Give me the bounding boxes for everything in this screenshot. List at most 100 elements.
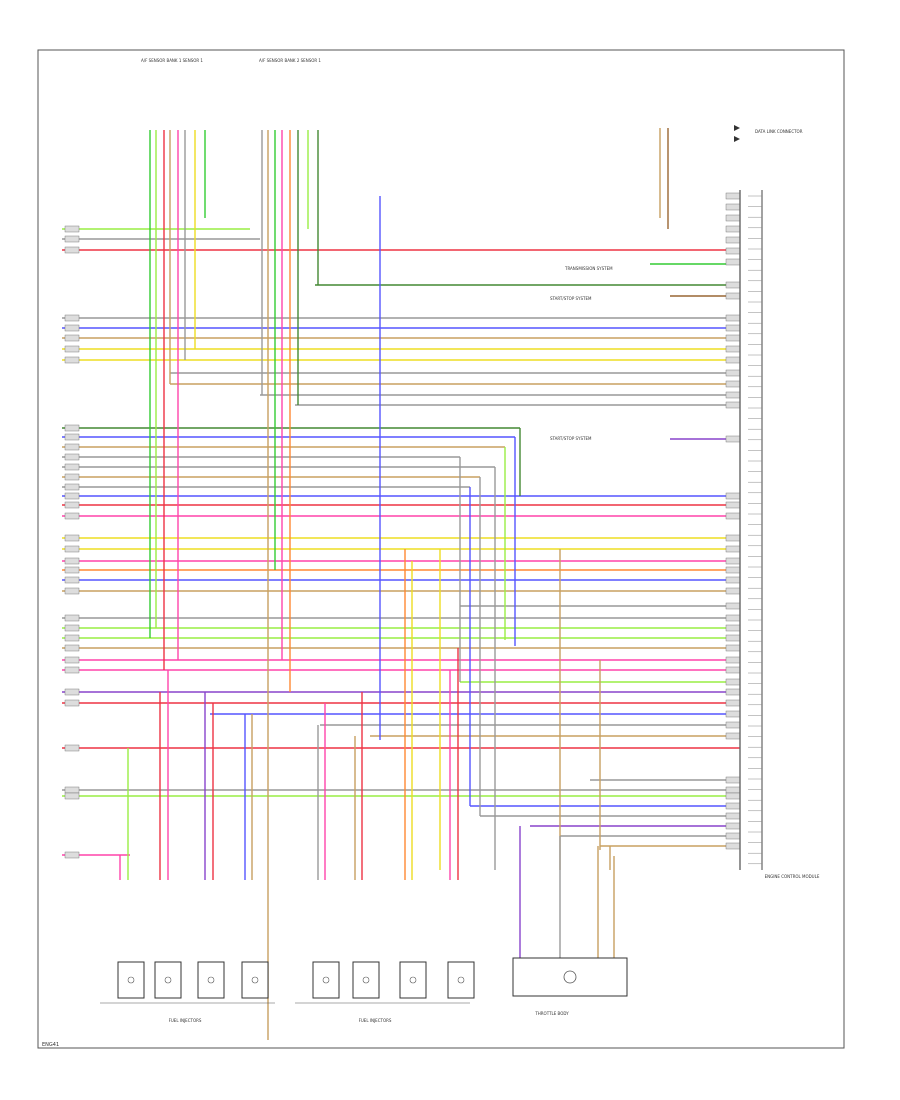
right-wire-tag xyxy=(725,644,741,652)
right-wire-tag xyxy=(725,334,741,342)
left-wire-tag xyxy=(64,656,80,664)
right-wire-tag xyxy=(725,634,741,642)
right-wire-tag xyxy=(725,842,741,850)
right-wire-tag xyxy=(725,512,741,520)
right-wire-tag xyxy=(725,247,741,255)
left-wire-tag xyxy=(64,473,80,481)
right-wire-tag xyxy=(725,721,741,729)
right-wire-tag xyxy=(725,732,741,740)
left-wire-tag xyxy=(64,356,80,364)
arrow-icon xyxy=(734,125,740,131)
right-wire-tag xyxy=(725,587,741,595)
right-wire-tag xyxy=(725,314,741,322)
right-wire-tag xyxy=(725,369,741,377)
right-wire-tag xyxy=(725,802,741,810)
left-wire-tag xyxy=(64,545,80,553)
top-sensor-connector-a: A/F SENSOR BANK 1 SENSOR 1 xyxy=(141,58,203,63)
left-wire-tag xyxy=(64,501,80,509)
right-wire-tag xyxy=(725,678,741,686)
left-wire-tag xyxy=(64,576,80,584)
injector-coil xyxy=(207,976,215,984)
left-wire-tag xyxy=(64,688,80,696)
injector-box xyxy=(117,961,145,999)
left-wire-tag xyxy=(64,851,80,859)
injector-coil xyxy=(322,976,330,984)
left-wire-tag xyxy=(64,225,80,233)
right-wire-tag xyxy=(725,501,741,509)
left-wire-tag xyxy=(64,483,80,491)
injector-coil xyxy=(409,976,417,984)
injector-box xyxy=(241,961,269,999)
injectors-right-label: FUEL INJECTORS xyxy=(359,1018,392,1023)
right-wire-tag xyxy=(725,624,741,632)
right-wire-tag xyxy=(725,710,741,718)
injector-box xyxy=(447,961,475,999)
right-wire-tag xyxy=(725,258,741,266)
injector-box xyxy=(154,961,182,999)
right-wire-tag xyxy=(725,812,741,820)
right-wire-tag xyxy=(725,786,741,794)
right-wire-tag xyxy=(725,576,741,584)
injector-coil xyxy=(127,976,135,984)
right-wire-tag xyxy=(725,324,741,332)
right-wire-tag xyxy=(725,380,741,388)
left-wire-tag xyxy=(64,334,80,342)
right-wire-tag xyxy=(725,225,741,233)
left-wire-tag xyxy=(64,566,80,574)
left-wire-tag xyxy=(64,557,80,565)
figure-id: ENG41 xyxy=(42,1042,59,1048)
left-wire-tag xyxy=(64,744,80,752)
right-wire-tag xyxy=(725,792,741,800)
left-wire-tag xyxy=(64,534,80,542)
injector-coil xyxy=(362,976,370,984)
data-link-connector: DATA LINK CONNECTOR xyxy=(755,129,803,134)
right-wire-tag xyxy=(725,666,741,674)
right-wire-tag xyxy=(725,281,741,289)
transmission-note: TRANSMISSION SYSTEM xyxy=(564,266,613,271)
injector-box xyxy=(399,961,427,999)
throttle-motor xyxy=(563,970,577,984)
left-wire-tag xyxy=(64,235,80,243)
injector-box xyxy=(312,961,340,999)
right-wire-tag xyxy=(725,356,741,364)
injector-box xyxy=(352,961,380,999)
left-wire-tag xyxy=(64,433,80,441)
left-wire-tag xyxy=(64,314,80,322)
data-link-label: DATA LINK CONNECTOR xyxy=(755,129,803,134)
right-wire-tag xyxy=(725,345,741,353)
right-wire-tag xyxy=(725,391,741,399)
right-wire-tag xyxy=(725,435,741,443)
top-connector-a-label: A/F SENSOR BANK 1 SENSOR 1 xyxy=(141,58,203,63)
start-stop-note-2: START/STOP SYSTEM xyxy=(550,436,592,441)
left-wire-tag xyxy=(64,463,80,471)
right-wire-tag xyxy=(725,534,741,542)
right-wire-tag xyxy=(725,614,741,622)
left-wire-tag xyxy=(64,453,80,461)
injector-coil xyxy=(457,976,465,984)
left-wire-tag xyxy=(64,634,80,642)
injectors-left-label: FUEL INJECTORS xyxy=(169,1018,202,1023)
start-stop-note-1: START/STOP SYSTEM xyxy=(550,296,592,301)
right-wire-tag xyxy=(725,602,741,610)
right-wire-tag xyxy=(725,822,741,830)
right-wire-tag xyxy=(725,776,741,784)
right-wire-tag xyxy=(725,214,741,222)
left-wire-tag xyxy=(64,443,80,451)
right-wire-tag xyxy=(725,401,741,409)
left-wire-tag xyxy=(64,644,80,652)
right-wire-tag xyxy=(725,292,741,300)
right-wire-tag xyxy=(725,192,741,200)
left-wire-tag xyxy=(64,424,80,432)
throttle-body-box xyxy=(512,957,628,997)
right-wire-tag xyxy=(725,557,741,565)
left-wire-tag xyxy=(64,345,80,353)
left-wire-tag xyxy=(64,786,80,794)
right-wire-tag xyxy=(725,492,741,500)
left-wire-tag xyxy=(64,492,80,500)
right-wire-tag xyxy=(725,566,741,574)
right-wire-tag xyxy=(725,656,741,664)
right-wire-tag xyxy=(725,545,741,553)
right-wire-tag xyxy=(725,688,741,696)
left-wire-tag xyxy=(64,666,80,674)
left-wire-tag xyxy=(64,324,80,332)
